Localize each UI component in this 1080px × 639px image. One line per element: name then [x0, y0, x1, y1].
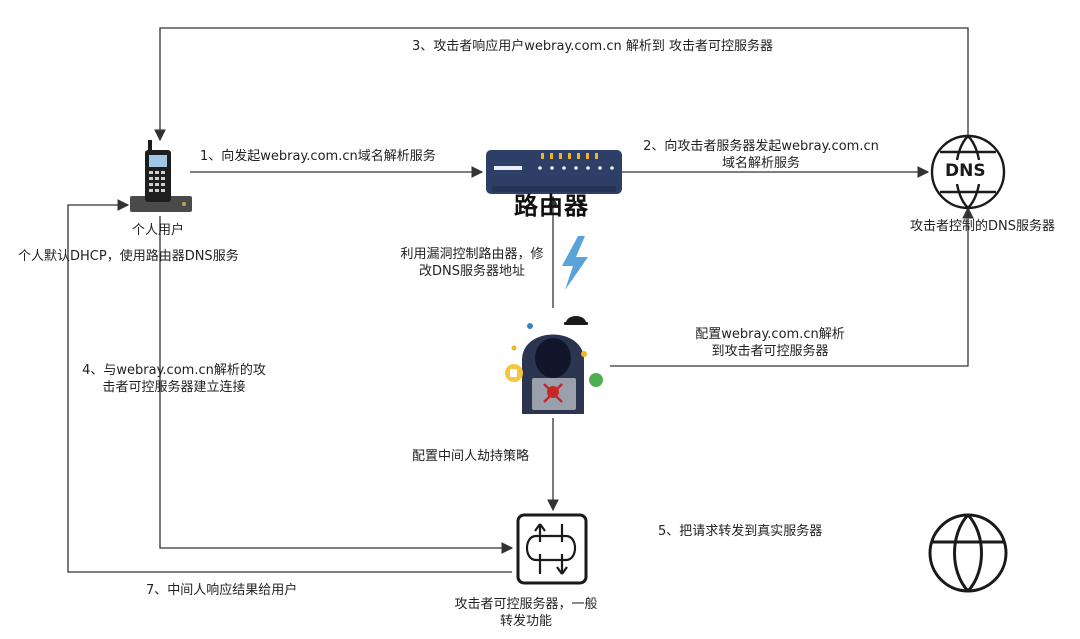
step2-label: 2、向攻击者服务器发起webray.com.cn 域名解析服务 [638, 138, 884, 172]
exploit-line2: 改DNS服务器地址 [419, 264, 525, 279]
user-label: 个人用户 [132, 223, 185, 238]
lightning-icon [562, 236, 588, 290]
step4-label: 4、与webray.com.cn解析的攻 击者可控服务器建立连接 [76, 362, 272, 396]
attacker-server-label: 攻击者可控服务器，一般 转发功能 [446, 596, 606, 630]
router-label: 路由器 [514, 192, 589, 220]
watermark-fade [590, 560, 700, 639]
arrow-step7 [67, 199, 512, 573]
arrow-step3 [154, 27, 969, 142]
config-line1: 配置webray.com.cn解析 [695, 327, 845, 342]
arrow-step4 [159, 216, 514, 554]
step2-line2: 域名解析服务 [721, 156, 800, 171]
router-icon [486, 150, 622, 194]
step4-line2: 击者可控服务器建立连接 [102, 380, 246, 395]
attacker-server-line1: 攻击者可控服务器，一般 [454, 597, 598, 612]
step3-label: 3、攻击者响应用户webray.com.cn 解析到 攻击者可控服务器 [412, 39, 773, 54]
dns-icon-text: DNS [945, 161, 986, 181]
step2-line1: 2、向攻击者服务器发起webray.com.cn [643, 139, 879, 154]
attacker-server-line2: 转发功能 [499, 614, 552, 629]
user-note: 个人默认DHCP，使用路由器DNS服务 [18, 249, 239, 264]
exploit-line1: 利用漏洞控制路由器，修 [400, 247, 544, 262]
arrow-config-dns [610, 206, 974, 367]
phone-icon [130, 140, 192, 212]
hacker-icon [505, 316, 603, 414]
config-line2: 到攻击者可控服务器 [711, 344, 829, 359]
exchange-server-icon [516, 513, 588, 585]
dns-server-label: 攻击者控制的DNS服务器 [910, 219, 1055, 234]
step4-line1: 4、与webray.com.cn解析的攻 [82, 363, 266, 378]
step7-label: 7、中间人响应结果给用户 [146, 583, 298, 598]
real-server-globe-icon [928, 513, 1008, 593]
exploit-label: 利用漏洞控制路由器，修 改DNS服务器地址 [392, 246, 552, 280]
step1-label: 1、向发起webray.com.cn域名解析服务 [200, 149, 436, 164]
config-label: 配置webray.com.cn解析 到攻击者可控服务器 [680, 326, 860, 360]
step5-label: 5、把请求转发到真实服务器 [658, 524, 823, 539]
mitm-policy-label: 配置中间人劫持策略 [412, 449, 530, 464]
